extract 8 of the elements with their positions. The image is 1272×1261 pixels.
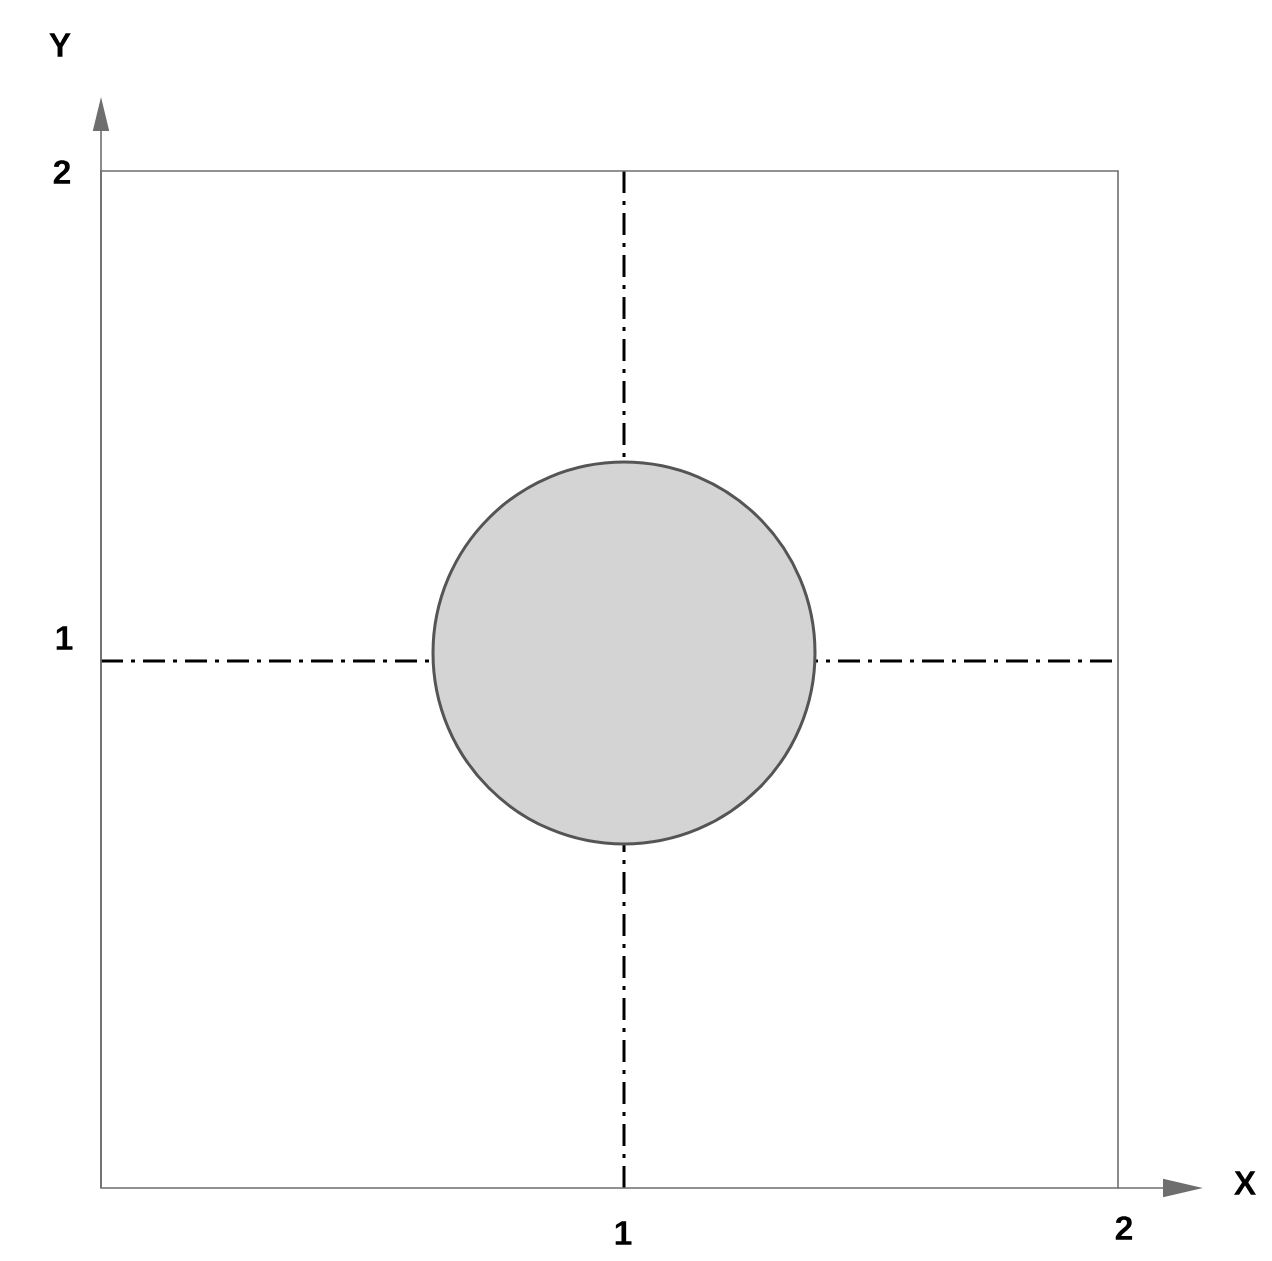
tick-label: 1 [615, 1221, 632, 1245]
tick-label: 1 [56, 626, 73, 650]
domain-square [100, 170, 1119, 1189]
tick-label: 2 [1115, 1216, 1133, 1240]
axis-label: X [1233, 1171, 1257, 1195]
circular-region [431, 460, 817, 846]
tick-label: 2 [53, 160, 71, 184]
axis-label: Y [49, 33, 71, 57]
